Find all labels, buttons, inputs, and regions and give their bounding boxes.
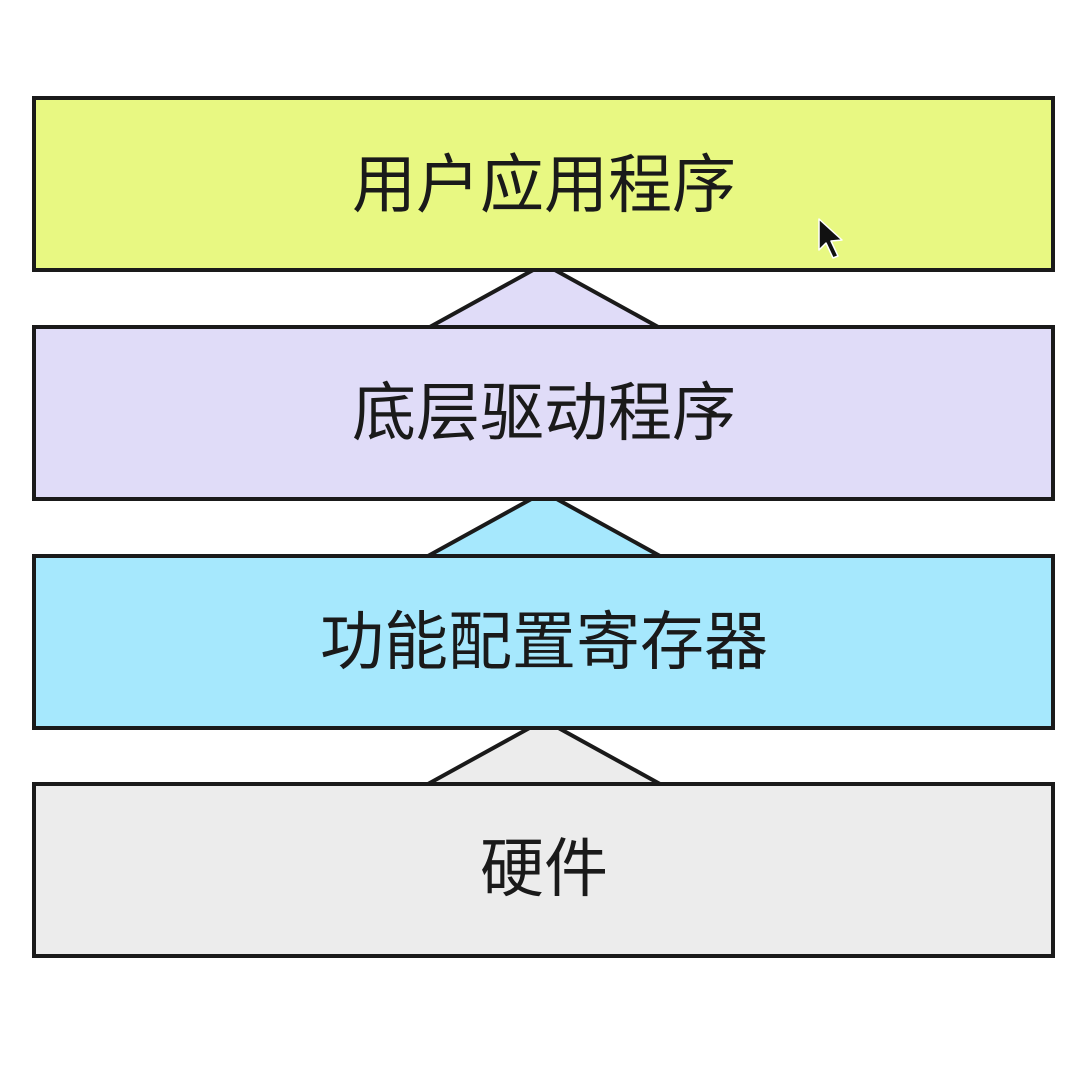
mouse-pointer-icon [818, 218, 843, 259]
layer-hardware: 硬件 [32, 782, 1055, 958]
layer-label: 底层驱动程序 [352, 377, 736, 451]
layer-box [32, 325, 1055, 501]
layer-box [32, 96, 1055, 272]
layer-low-level-driver: 底层驱动程序 [32, 325, 1055, 501]
arrow-connector-2 [426, 490, 662, 558]
layer-box [32, 554, 1055, 730]
layer-label: 硬件 [480, 833, 608, 907]
layer-label: 功能配置寄存器 [320, 606, 768, 680]
layer-config-registers: 功能配置寄存器 [32, 554, 1055, 730]
layer-label: 用户应用程序 [352, 149, 736, 223]
layer-user-application: 用户应用程序 [32, 96, 1055, 272]
layer-box [32, 782, 1055, 958]
arrow-connector-1 [426, 262, 662, 330]
